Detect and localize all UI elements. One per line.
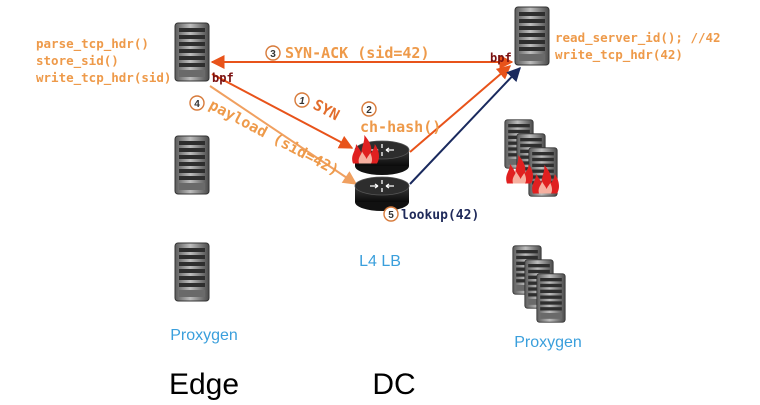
- edge-code-line: store_sid(): [36, 53, 119, 69]
- syn-label: SYN: [310, 96, 342, 125]
- step-1-badge: [294, 92, 310, 108]
- server-icon: [514, 6, 550, 66]
- edge-bpf-label: bpf: [212, 71, 234, 85]
- syn-ack-label: SYN-ACK (sid=42): [285, 44, 430, 62]
- l4-lb-label: L4 LB: [359, 253, 401, 270]
- step-4-badge: [189, 95, 205, 111]
- lookup-label: lookup(42): [401, 208, 479, 223]
- proxygen-left-label: Proxygen: [170, 327, 238, 344]
- step-3-badge: [265, 45, 281, 61]
- step-5-number: 5: [388, 210, 394, 221]
- edge-code-line: parse_tcp_hdr(): [36, 36, 149, 52]
- ch-hash-arrow: [409, 65, 512, 153]
- router-icon: [354, 176, 410, 212]
- lookup-arrow: [409, 66, 521, 185]
- server-icon: [174, 242, 210, 302]
- server-icon: [536, 273, 566, 323]
- dc-code-block: read_server_id(); //42 write_tcp_hdr(42): [555, 30, 721, 63]
- edge-code-line: write_tcp_hdr(sid): [36, 70, 171, 86]
- server-icon: [174, 22, 210, 82]
- server-icon: [174, 135, 210, 195]
- step-3-number: 3: [270, 49, 276, 60]
- fire-icon: [352, 135, 380, 164]
- edge-code-block: parse_tcp_hdr() store_sid() write_tcp_hd…: [36, 36, 171, 86]
- dc-label: DC: [372, 368, 415, 401]
- dc-bpf-label: bpf: [490, 51, 512, 65]
- edge-label: Edge: [169, 368, 239, 401]
- step-1-number: 1: [299, 96, 305, 107]
- step-2-number: 2: [366, 105, 372, 116]
- syn-arrow: [211, 73, 354, 149]
- ch-hash-label: ch-hash(): [360, 118, 441, 136]
- step-5-badge: [383, 206, 399, 222]
- proxygen-right-label: Proxygen: [514, 334, 582, 351]
- step-2-badge: [361, 101, 377, 117]
- dc-code-line: read_server_id(); //42: [555, 30, 721, 46]
- dc-code-line: write_tcp_hdr(42): [555, 47, 683, 63]
- step-4-number: 4: [194, 99, 200, 110]
- payload-arrow: [209, 85, 358, 185]
